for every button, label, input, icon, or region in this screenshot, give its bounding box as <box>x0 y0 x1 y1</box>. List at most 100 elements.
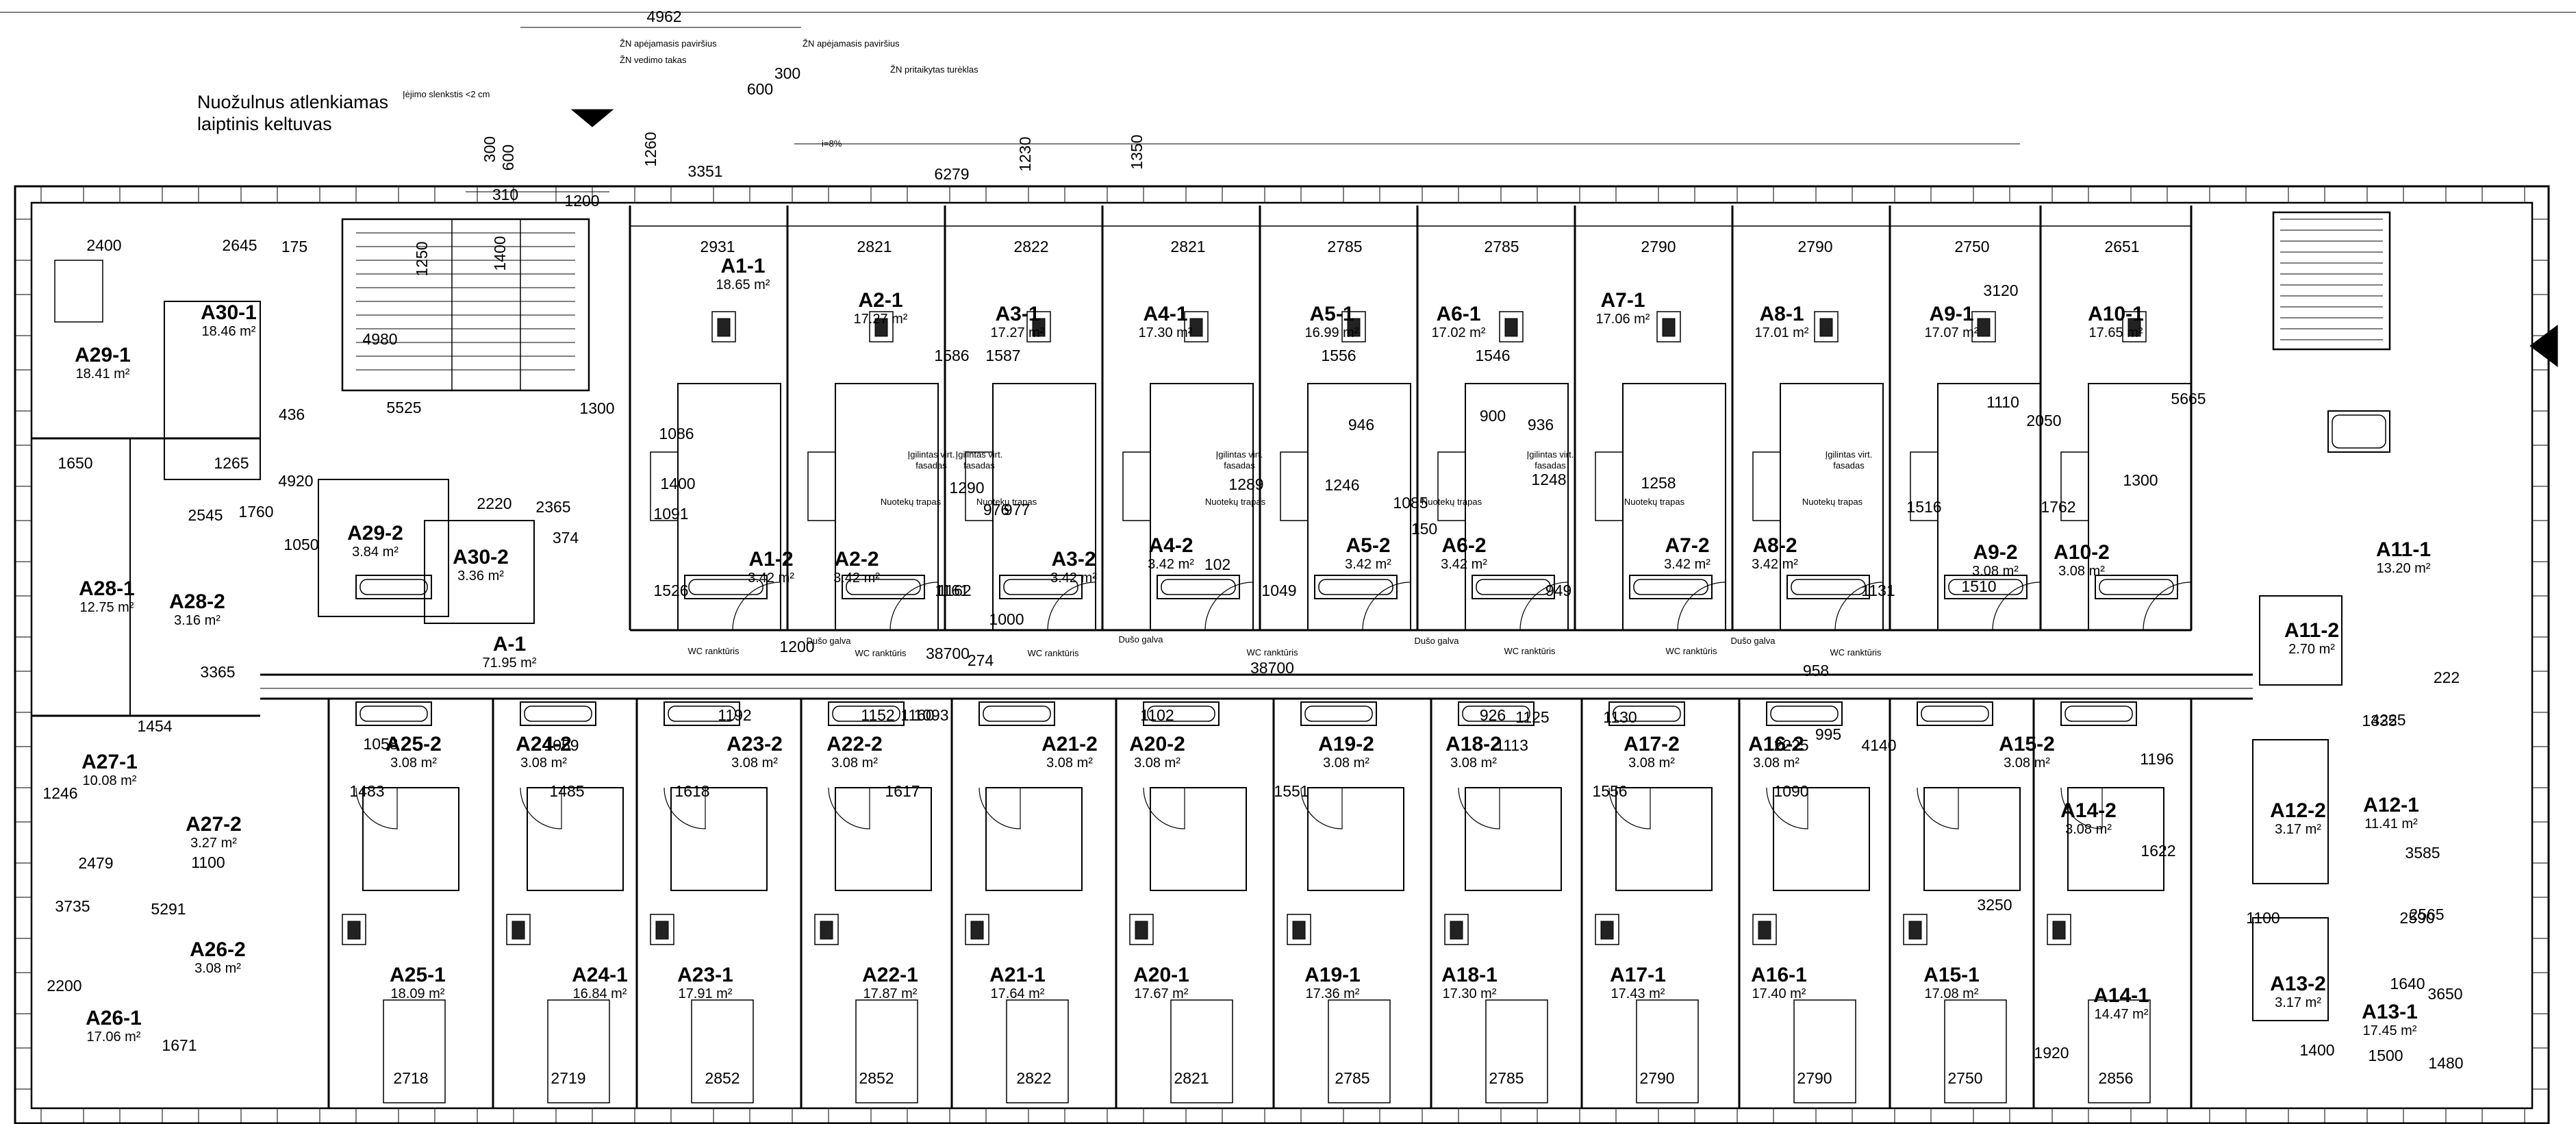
bathroom-partition <box>362 787 459 891</box>
room-area-a9-1: 17.07 m² <box>1925 325 1979 340</box>
wardrobe-icon <box>1595 451 1624 521</box>
dimension-label: 946 <box>1348 416 1374 434</box>
room-code-a-1: A-1 <box>493 633 526 655</box>
window-icon <box>1537 186 1580 203</box>
wardrobe-icon <box>1910 451 1939 521</box>
bathtub-icon <box>664 701 740 726</box>
room-area-a6-2: 3.42 m² <box>1441 557 1487 572</box>
dimension-label: 2050 <box>2026 412 2061 429</box>
bathtub-inner-icon <box>983 705 1051 722</box>
room-code-a1-1: A1-1 <box>720 255 765 277</box>
room-area-a1-2: 3.42 m² <box>748 571 794 586</box>
room-code-a28-1: A28-1 <box>79 577 135 600</box>
window-icon <box>1222 186 1265 203</box>
dimension-label: 1125 <box>1515 708 1549 726</box>
bathtub-icon <box>828 701 905 726</box>
dimension-label: 374 <box>553 529 579 547</box>
dimension-label: 1200 <box>779 638 814 655</box>
bed-icon <box>855 999 918 1103</box>
window-icon <box>434 1108 478 1124</box>
bathroom-partition <box>527 787 624 891</box>
dimension-label: 1762 <box>2041 498 2075 516</box>
window-icon <box>1537 1108 1580 1124</box>
window-icon <box>14 294 32 336</box>
window-icon <box>2531 595 2549 638</box>
room-width-dim: 2718 <box>393 1069 428 1087</box>
chair-back-icon <box>1662 318 1676 337</box>
dimension-label: 5665 <box>2171 390 2206 408</box>
wardrobe-icon <box>1437 451 1466 521</box>
dimension-label: 3585 <box>2405 844 2440 862</box>
bathroom-a13-2 <box>2252 917 2329 1021</box>
dimension-label: 6279 <box>934 165 969 183</box>
room-width-dim: 2822 <box>1013 238 1048 255</box>
chair-back-icon <box>512 921 525 940</box>
bathroom-partition <box>1150 787 1247 891</box>
floor-trap-label: Nuotekų trapas <box>976 497 1037 507</box>
bathroom-a29-2 <box>318 479 449 617</box>
room-area-a19-2: 3.08 m² <box>1323 755 1369 771</box>
bathtub-inner-icon <box>1003 579 1078 595</box>
room-area-a26-1: 17.06 m² <box>87 1029 141 1045</box>
window-icon <box>14 897 32 939</box>
bathroom-partition <box>1923 787 2021 891</box>
room-code-a10-2: A10-2 <box>2054 541 2110 564</box>
window-icon <box>1852 1108 1895 1124</box>
window-icon <box>1930 186 1974 203</box>
desk-icon <box>54 260 103 323</box>
bed-icon <box>691 999 754 1103</box>
door-swing-icon <box>1519 582 1569 631</box>
floor-trap-label: Nuotekų trapas <box>1802 497 1863 507</box>
wc-rail-label: WC ranktūris <box>1246 647 1298 658</box>
bathtub-inner-icon <box>1476 579 1551 595</box>
window-icon <box>1615 1108 1659 1124</box>
room-code-a20-1: A20-1 <box>1133 964 1189 986</box>
room-code-a17-1: A17-1 <box>1610 964 1666 986</box>
window-icon <box>1615 186 1659 203</box>
window-icon <box>2531 746 2549 788</box>
room-area-a19-1: 17.36 m² <box>1306 986 1360 1001</box>
dimension-label: 995 <box>1815 725 1841 743</box>
room-code-a11-2: A11-2 <box>2284 619 2339 642</box>
dimension-label: 1102 <box>1140 706 1174 724</box>
room-code-a23-2: A23-2 <box>727 733 783 755</box>
bathtub-icon <box>999 575 1083 599</box>
dimension-label: 1587 <box>985 347 1020 364</box>
dimension-label: 1258 <box>1641 474 1676 492</box>
room-width-dim: 2790 <box>1641 238 1676 255</box>
dimension-label: 1335 <box>2362 712 2397 729</box>
room-code-a12-2: A12-2 <box>2270 799 2326 822</box>
room-area-a30-2: 3.36 m² <box>457 569 504 584</box>
room-width-dim: 2785 <box>1327 238 1362 255</box>
deep-facade-label: Įgilintas virt. <box>1216 449 1263 460</box>
dimension-label: 1454 <box>137 717 172 735</box>
entrance-marker-icon <box>570 109 614 127</box>
bathtub-icon <box>1629 575 1713 599</box>
building-shell <box>0 12 2576 1124</box>
room-area-a21-2: 3.08 m² <box>1046 755 1093 771</box>
room-code-a20-2: A20-2 <box>1129 733 1185 755</box>
room-code-a18-2: A18-2 <box>1445 733 1502 755</box>
dimension-label: 4225 <box>2371 711 2405 729</box>
window-icon <box>2167 186 2210 203</box>
bathtub-icon <box>1143 701 1220 726</box>
dimension-label: 936 <box>1528 416 1554 434</box>
door-swing-icon <box>664 787 706 829</box>
room-area-a28-1: 12.75 m² <box>80 600 134 615</box>
window-icon <box>14 671 32 713</box>
dimension-label: 1483 <box>349 782 384 800</box>
dimension-label: 1289 <box>1228 475 1263 493</box>
bathtub-inner-icon <box>832 705 900 722</box>
chair-back-icon <box>1977 318 1991 337</box>
dimension-label: 1162 <box>937 582 971 599</box>
dimension-label: 1152 <box>861 706 894 724</box>
bathtub-inner-icon <box>1791 579 1866 595</box>
room-code-a2-1: A2-1 <box>858 289 902 312</box>
door-swing-icon <box>1992 582 2041 631</box>
room-area-a2-2: 3.42 m² <box>833 571 880 586</box>
window-icon <box>40 186 84 203</box>
room-area-a9-2: 3.08 m² <box>1972 564 2019 579</box>
wc-rail-label: WC ranktūris <box>1665 646 1717 656</box>
window-icon <box>1143 1108 1187 1124</box>
bathroom-partition <box>2067 787 2164 891</box>
